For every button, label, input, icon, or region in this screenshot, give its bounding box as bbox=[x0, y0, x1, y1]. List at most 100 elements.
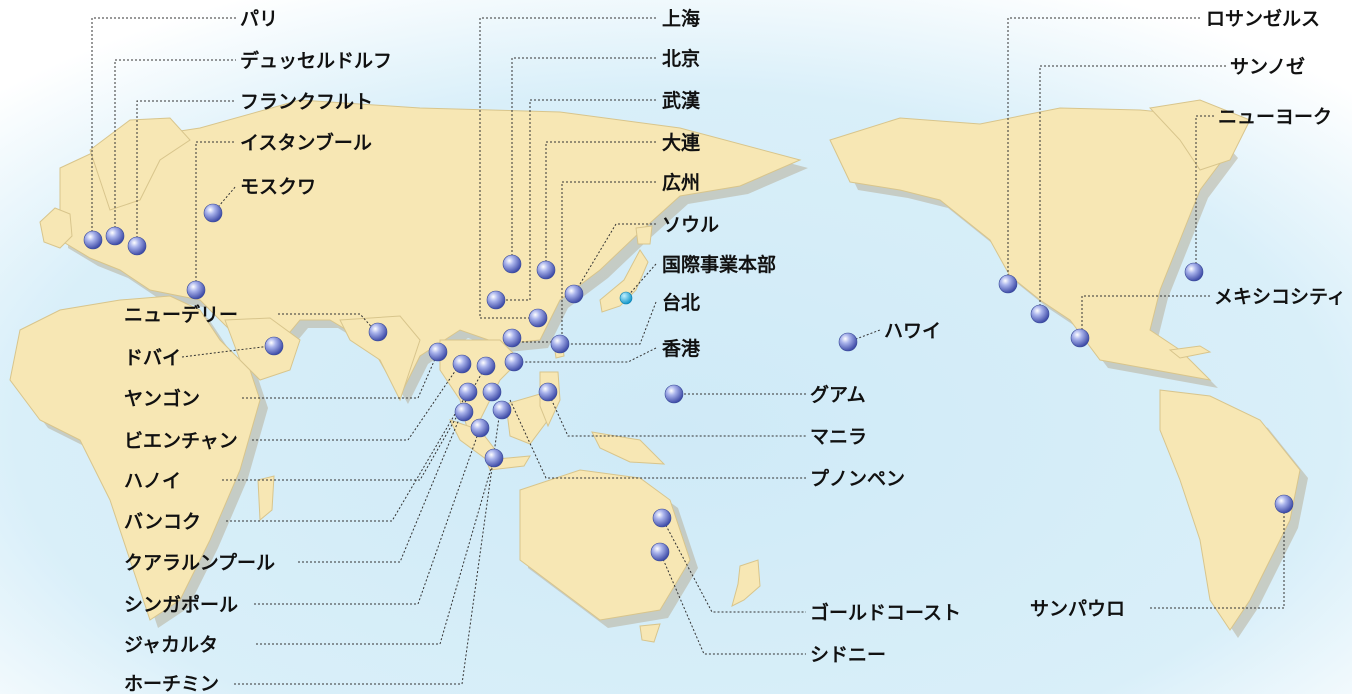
city-labels: パリ デュッセルドルフ フランクフルト イスタンブール モスクワ ニューデリー … bbox=[124, 7, 1346, 694]
leader-seoul bbox=[573, 223, 656, 295]
label-sao-paulo[interactable]: サンパウロ bbox=[1030, 598, 1125, 620]
label-taipei[interactable]: 台北 bbox=[662, 291, 700, 314]
marker-san-jose[interactable] bbox=[1030, 304, 1050, 324]
label-guam[interactable]: グアム bbox=[810, 383, 866, 406]
marker-phnom-penh[interactable] bbox=[492, 400, 512, 420]
leader-lines bbox=[91, 17, 1285, 685]
label-manila[interactable]: マニラ bbox=[810, 426, 867, 448]
marker-headquarters[interactable] bbox=[619, 291, 633, 305]
marker-beijing[interactable] bbox=[502, 254, 522, 274]
label-frankfurt[interactable]: フランクフルト bbox=[240, 91, 373, 113]
leader-guangzhou bbox=[512, 181, 656, 343]
label-shanghai[interactable]: 上海 bbox=[662, 7, 700, 30]
label-dusseldorf[interactable]: デュッセルドルフ bbox=[240, 49, 392, 72]
marker-ho-chi-minh[interactable] bbox=[482, 382, 502, 402]
label-paris[interactable]: パリ bbox=[240, 8, 278, 30]
marker-gold-coast[interactable] bbox=[652, 508, 672, 528]
marker-shanghai[interactable] bbox=[528, 308, 548, 328]
marker-sao-paulo[interactable] bbox=[1274, 494, 1294, 514]
leader-san-jose bbox=[1039, 65, 1226, 314]
marker-sydney[interactable] bbox=[650, 542, 670, 562]
marker-wuhan[interactable] bbox=[486, 290, 506, 310]
marker-hanoi[interactable] bbox=[476, 356, 496, 376]
label-ho-chi-minh[interactable]: ホーチミン bbox=[124, 673, 219, 694]
marker-dubai[interactable] bbox=[264, 336, 284, 356]
landmass-madagascar bbox=[257, 475, 275, 522]
marker-new-york[interactable] bbox=[1184, 262, 1204, 282]
label-jakarta[interactable]: ジャカルタ bbox=[124, 634, 218, 656]
label-dalian[interactable]: 大連 bbox=[662, 131, 701, 154]
label-dubai[interactable]: ドバイ bbox=[124, 347, 181, 369]
label-moscow[interactable]: モスクワ bbox=[240, 176, 316, 198]
marker-jakarta[interactable] bbox=[484, 448, 504, 468]
label-san-jose[interactable]: サンノゼ bbox=[1230, 55, 1305, 78]
leader-ho-chi-minh bbox=[234, 409, 501, 685]
label-singapore[interactable]: シンガポール bbox=[124, 593, 238, 616]
label-hawaii[interactable]: ハワイ bbox=[884, 320, 941, 342]
marker-guangzhou[interactable] bbox=[502, 328, 522, 348]
marker-dalian[interactable] bbox=[536, 260, 556, 280]
marker-vientiane[interactable] bbox=[452, 354, 472, 374]
leader-manila bbox=[547, 391, 806, 437]
marker-new-delhi[interactable] bbox=[368, 322, 388, 342]
marker-seoul[interactable] bbox=[564, 284, 584, 304]
label-mexico-city[interactable]: メキシコシティ bbox=[1214, 286, 1346, 308]
label-yangon[interactable]: ヤンゴン bbox=[124, 387, 200, 410]
leader-dusseldorf bbox=[114, 59, 236, 236]
landmass-new-zealand bbox=[731, 559, 761, 607]
marker-singapore[interactable] bbox=[470, 418, 490, 438]
city-markers bbox=[83, 203, 1294, 562]
land-masses bbox=[9, 99, 1301, 643]
leader-new-delhi bbox=[278, 313, 377, 333]
leader-beijing bbox=[511, 57, 656, 264]
marker-istanbul[interactable] bbox=[186, 280, 206, 300]
label-beijing[interactable]: 北京 bbox=[662, 47, 700, 70]
leader-istanbul bbox=[195, 141, 236, 290]
landmass-cuba bbox=[1168, 345, 1212, 359]
marker-guam[interactable] bbox=[664, 384, 684, 404]
leader-taipei bbox=[562, 301, 657, 345]
label-vientiane[interactable]: ビエンチャン bbox=[124, 430, 238, 452]
marker-dusseldorf[interactable] bbox=[105, 226, 125, 246]
leader-singapore bbox=[254, 427, 481, 605]
leader-yangon bbox=[242, 351, 439, 399]
marker-los-angeles[interactable] bbox=[998, 274, 1018, 294]
landmass-north-america bbox=[829, 107, 1231, 381]
landmass-arabia bbox=[224, 317, 301, 381]
label-kuala-lumpur[interactable]: クアラルンプール bbox=[124, 551, 275, 574]
label-hanoi[interactable]: ハノイ bbox=[124, 470, 181, 492]
label-new-york[interactable]: ニューヨーク bbox=[1218, 106, 1332, 128]
marker-hawaii[interactable] bbox=[838, 332, 858, 352]
marker-hong-kong[interactable] bbox=[504, 352, 524, 372]
leader-dubai bbox=[181, 345, 271, 358]
marker-yangon[interactable] bbox=[428, 342, 448, 362]
landmass-india bbox=[339, 315, 421, 402]
label-hong-kong[interactable]: 香港 bbox=[661, 338, 701, 360]
marker-bangkok[interactable] bbox=[458, 382, 478, 402]
marker-paris[interactable] bbox=[83, 230, 103, 250]
label-sydney[interactable]: シドニー bbox=[810, 644, 886, 666]
landmass-south-america bbox=[1159, 389, 1301, 631]
leader-kuala-lumpur bbox=[298, 411, 463, 563]
label-phnom-penh[interactable]: プノンペン bbox=[810, 467, 905, 490]
leader-paris bbox=[91, 17, 236, 240]
label-istanbul[interactable]: イスタンブール bbox=[240, 131, 372, 154]
label-bangkok[interactable]: バンコク bbox=[124, 511, 201, 533]
leader-sao-paulo bbox=[1148, 504, 1285, 609]
landmass-tasmania bbox=[639, 623, 661, 643]
label-guangzhou[interactable]: 広州 bbox=[662, 171, 700, 194]
marker-frankfurt[interactable] bbox=[127, 236, 147, 256]
marker-manila[interactable] bbox=[538, 382, 558, 402]
marker-mexico-city[interactable] bbox=[1070, 328, 1090, 348]
label-headquarters[interactable]: 国際事業本部 bbox=[662, 253, 776, 276]
label-seoul[interactable]: ソウル bbox=[662, 214, 719, 236]
label-gold-coast[interactable]: ゴールドコースト bbox=[810, 601, 961, 624]
landmass-greenland bbox=[1148, 99, 1251, 171]
label-wuhan[interactable]: 武漢 bbox=[662, 89, 701, 112]
leader-dalian bbox=[545, 141, 656, 270]
marker-kuala-lumpur[interactable] bbox=[454, 402, 474, 422]
label-new-delhi[interactable]: ニューデリー bbox=[124, 303, 238, 326]
marker-moscow[interactable] bbox=[203, 203, 223, 223]
label-los-angeles[interactable]: ロサンゼルス bbox=[1206, 7, 1320, 30]
marker-taipei[interactable] bbox=[550, 334, 570, 354]
